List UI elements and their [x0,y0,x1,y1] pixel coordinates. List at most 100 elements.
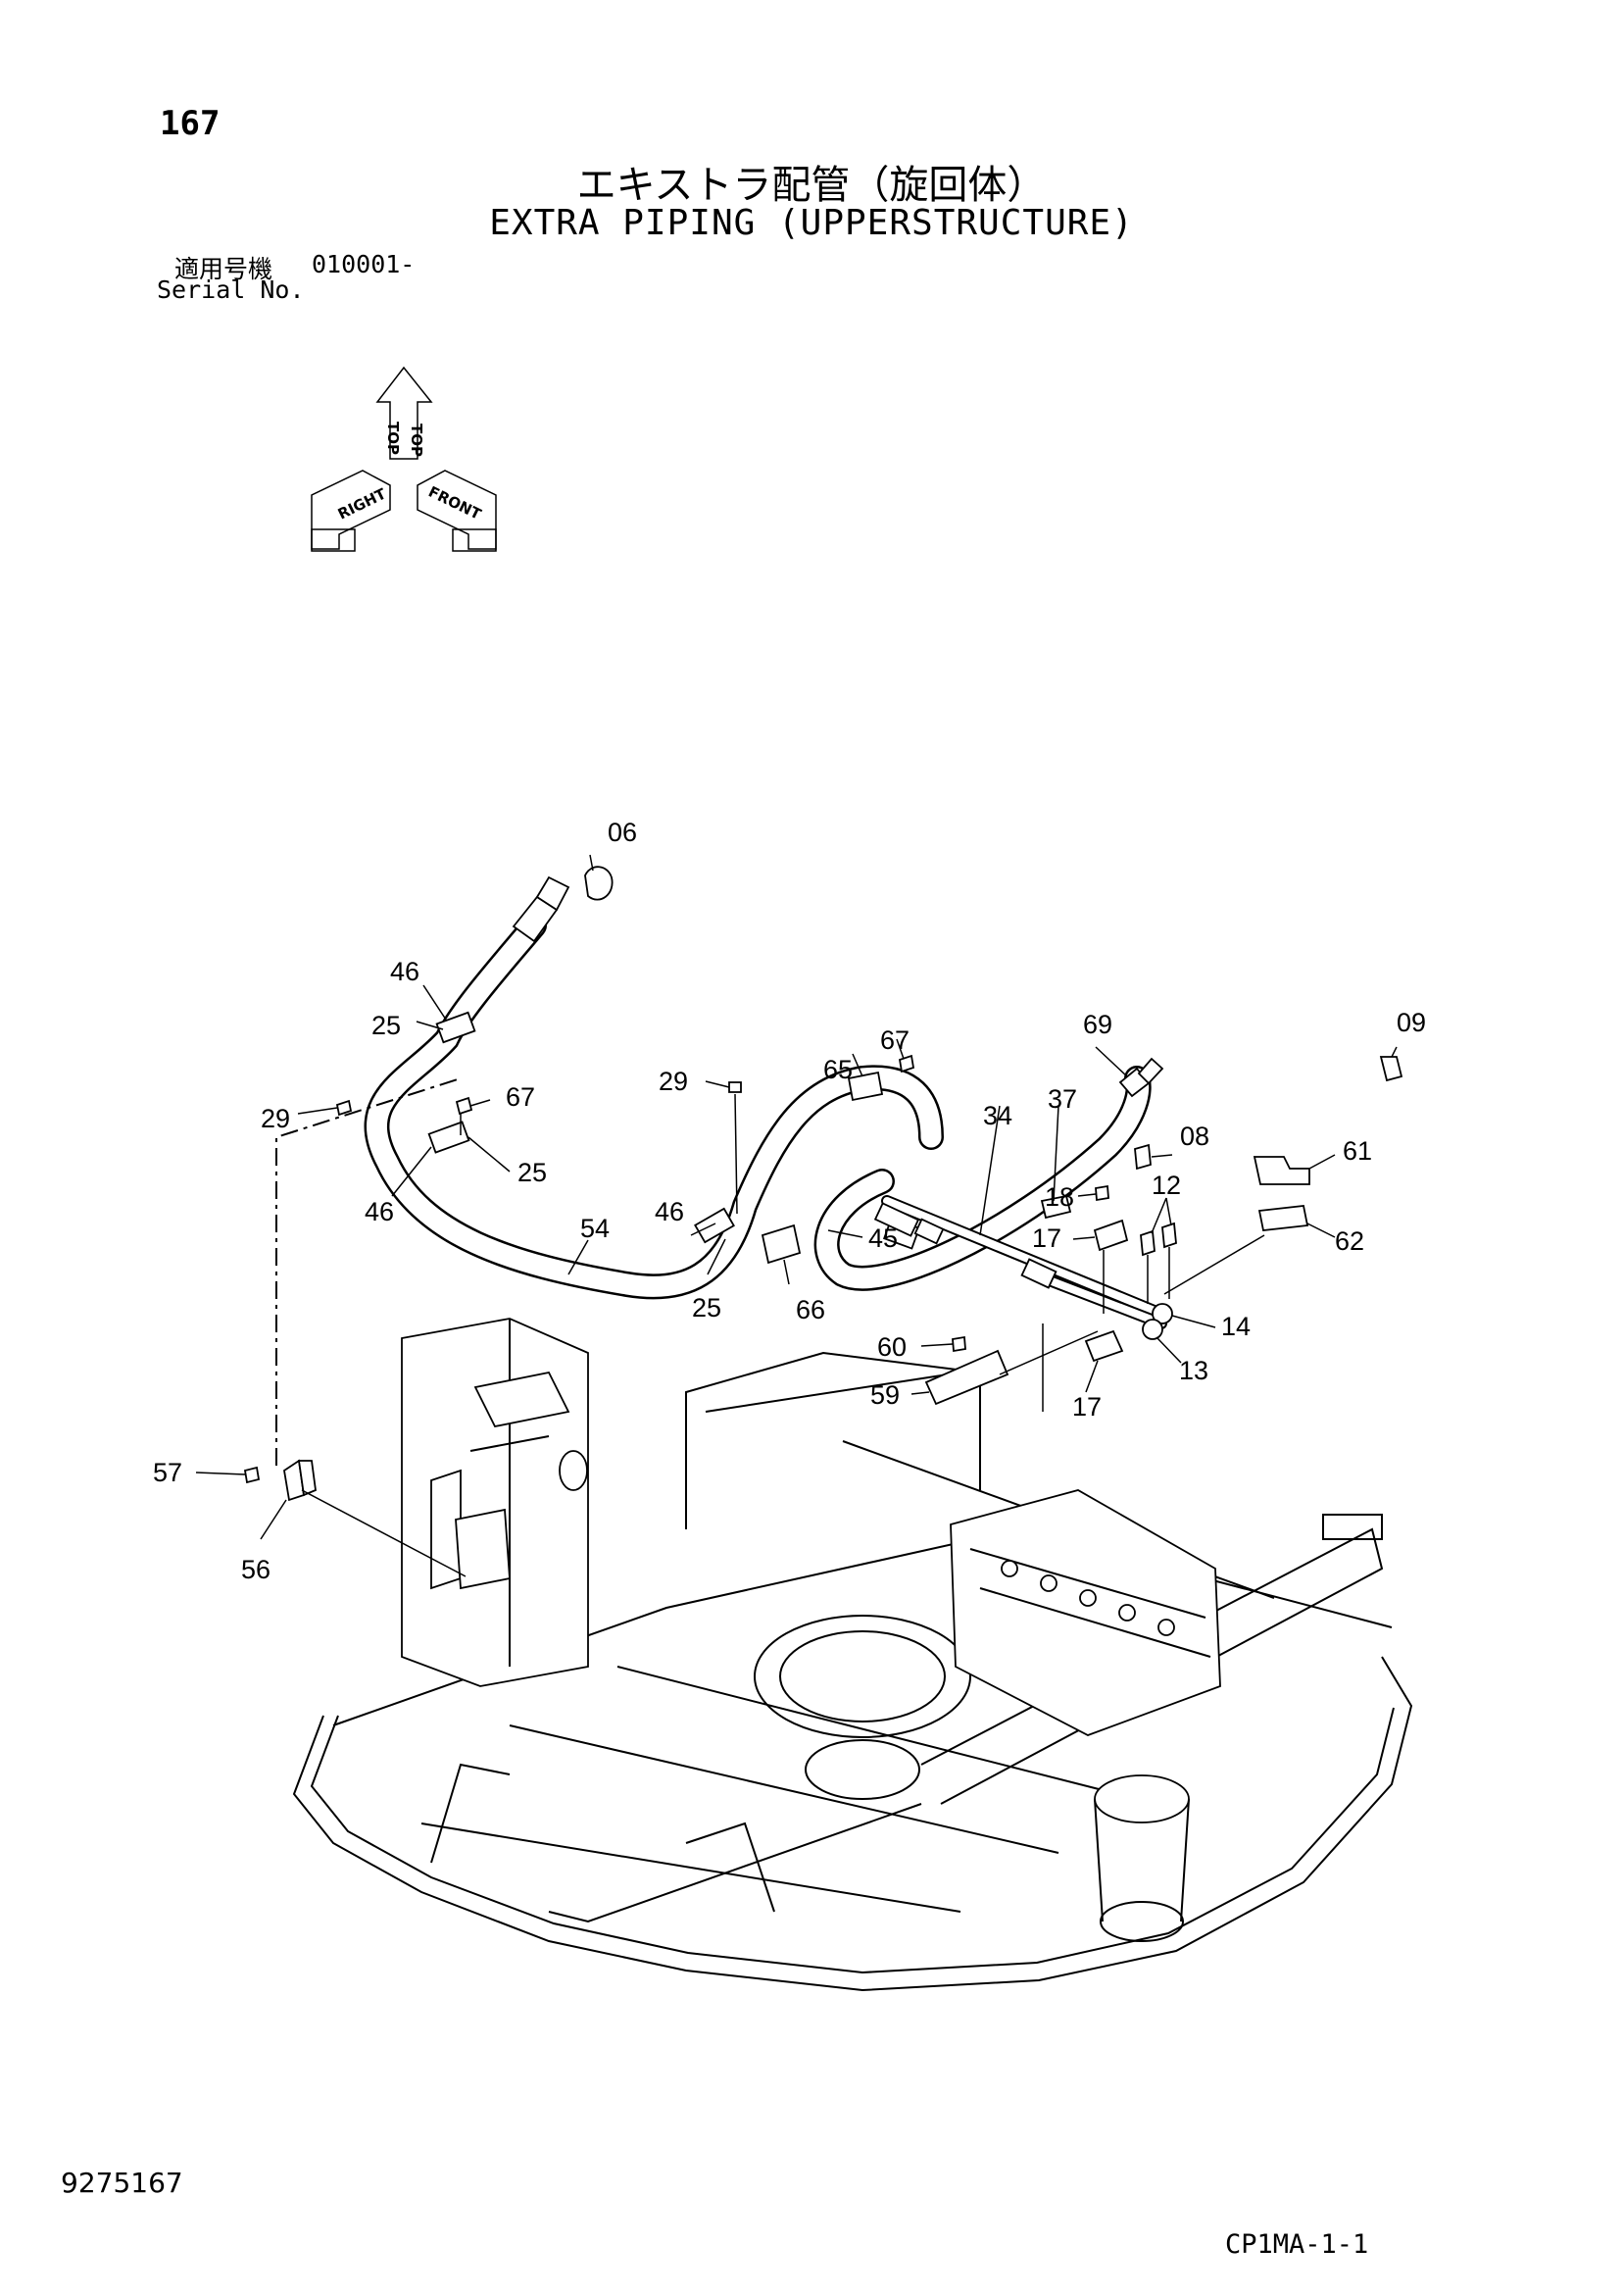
leader-25b [467,1136,511,1173]
document-id: 9275167 [61,2167,183,2199]
cushion-61 [1253,1156,1310,1185]
line-56-tank [301,1489,467,1577]
callout-46-middle: 46 [365,1197,394,1226]
callout-56: 56 [241,1555,270,1584]
callout-25-right: 25 [692,1293,721,1323]
plate-62 [1257,1205,1309,1231]
line-12-adapters [1147,1247,1170,1304]
valve-section-line-b [979,1587,1211,1658]
leader-66 [783,1259,790,1285]
title-japanese: エキストラ配管（旋回体） [576,163,1047,208]
callout-labels: 06 46 25 29 67 25 46 54 29 46 25 66 65 6… [153,818,1426,1584]
leader-25c [707,1238,726,1275]
callout-06: 06 [608,818,637,847]
leader-18 [1077,1193,1097,1197]
callout-25-top: 25 [371,1011,401,1040]
callout-60: 60 [877,1332,907,1362]
fitting-12-adapter-b [1161,1222,1177,1249]
callout-25-middle: 25 [517,1158,547,1187]
bolt-67-left [455,1096,473,1116]
leader-62 [1306,1223,1336,1238]
page-number: 167 [160,104,221,143]
front-arrow-icon [417,470,497,550]
control-valve-assembly [950,1489,1221,1736]
callout-34: 34 [983,1101,1012,1130]
callout-17-top: 17 [1032,1223,1061,1253]
callout-14: 14 [1221,1312,1251,1341]
frame-deck-rib-b [509,1724,1059,1854]
callout-69: 69 [1083,1010,1112,1039]
serial-label-english: Serial No. [157,275,305,304]
right-arrow-tail [311,528,356,552]
tank-body [401,1318,589,1687]
frame-plate-b [430,1763,511,1864]
bracket-56-side [297,1460,317,1497]
callout-67-left: 67 [506,1082,535,1112]
reference-code: CP1MA-1-1 [1225,2229,1369,2260]
clamp-65 [847,1071,884,1102]
pipe-34 [881,1195,1167,1329]
up-arrow-icon [375,366,433,460]
callout-17-bottom: 17 [1072,1392,1102,1422]
fitting-34-union-a [873,1202,920,1237]
tank-outlet [559,1450,588,1491]
frame-base-outline [292,1656,1413,1992]
frame-plate-a [685,1822,775,1913]
leader-12 [1151,1197,1172,1234]
tank-top-cap [473,1371,570,1428]
swivel-post-top [1094,1774,1190,1823]
fitting-06-elbow [584,866,614,901]
bolt-67-right [898,1054,915,1073]
leader-56 [260,1499,287,1540]
bracket-17-top [1093,1219,1129,1252]
serial-number: 010001- [312,250,416,278]
orient-top-label-1: TOP [384,422,402,455]
callout-61: 61 [1343,1136,1372,1166]
frame-base-inner [310,1707,1395,1974]
callout-67-right: 67 [880,1025,910,1055]
swivel-post-sides [1094,1798,1190,1922]
leader-65 [852,1053,863,1077]
callout-18: 18 [1045,1182,1074,1212]
left-tank-structure [401,1318,589,1687]
tank-brace [469,1435,550,1452]
valve-port-5 [1157,1619,1175,1636]
valve-port-2 [1040,1574,1057,1592]
clamp-46-right [694,1207,735,1244]
hose-45-fill [816,1068,1150,1289]
callout-65: 65 [823,1055,853,1084]
clamp-37 [1040,1194,1072,1220]
control-valve-body [950,1489,1221,1736]
right-arrow-icon [311,470,391,550]
leader-08 [1151,1154,1173,1158]
bracket-17-bottom [1084,1329,1124,1363]
leader-60 [920,1343,954,1347]
plate-66 [761,1223,802,1265]
orient-top-label-2: TOP [408,424,425,457]
callout-45: 45 [868,1223,898,1253]
callout-37: 37 [1048,1084,1077,1114]
tank-mounting-plate [455,1508,511,1590]
fitting-14-nut [1152,1303,1173,1324]
orientation-indicator: TOP TOP RIGHT FRONT [311,366,497,552]
frame-front-edge [548,1803,922,1923]
leader-45 [827,1229,863,1238]
orient-right-label: RIGHT [335,484,390,523]
title-english: EXTRA PIPING (UPPERSTRUCTURE) [489,203,1134,243]
valve-port-1 [1001,1560,1018,1577]
leader-46b [391,1146,432,1197]
swing-bearing-ring [754,1615,971,1738]
leader-29b [705,1080,730,1088]
leader-17b [1085,1360,1099,1393]
assembly-lines [275,1077,1265,1577]
bolts [243,1054,1109,1484]
center-joint-opening [805,1739,920,1800]
frame-center-wall-rib [705,1372,961,1413]
callout-13: 13 [1179,1356,1208,1385]
fittings [512,866,1403,1340]
bolt-18 [1095,1184,1109,1202]
valve-port-4 [1118,1604,1136,1622]
leader-46c [690,1223,716,1236]
clamp-46-middle [427,1121,470,1154]
